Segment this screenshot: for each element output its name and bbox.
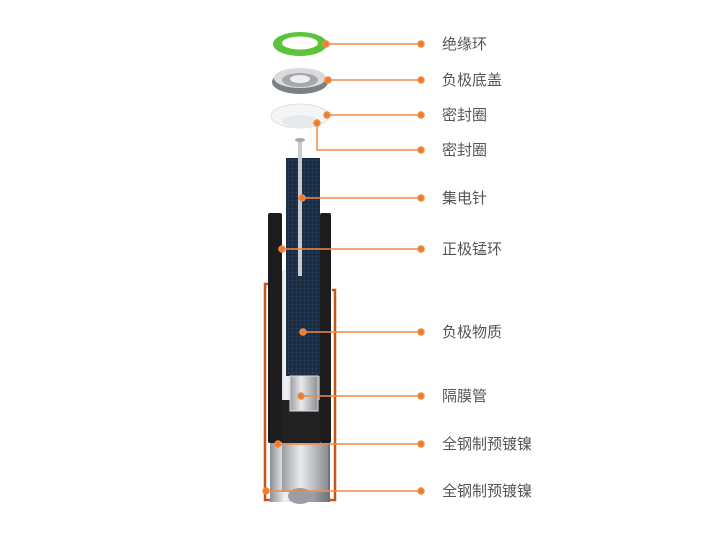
label-insulating-ring: 绝缘环 bbox=[442, 35, 488, 53]
label-separator-tube: 隔膜管 bbox=[442, 387, 488, 405]
insulating-ring bbox=[273, 32, 327, 56]
label-negative-cap: 负极底盖 bbox=[442, 71, 503, 89]
separator-tube bbox=[289, 375, 319, 412]
label-manganese-ring: 正极锰环 bbox=[442, 240, 503, 258]
label-steel-can-2: 全钢制预镀镍 bbox=[442, 482, 533, 500]
label-seal-ring-1: 密封圈 bbox=[442, 106, 488, 124]
negative-material bbox=[286, 158, 320, 376]
label-seal-ring-2: 密封圈 bbox=[442, 141, 488, 159]
label-steel-can-1: 全钢制预镀镍 bbox=[442, 435, 533, 453]
collector-pin bbox=[295, 138, 305, 276]
label-collector-pin: 集电针 bbox=[442, 189, 488, 207]
callout-lines bbox=[262, 40, 425, 495]
negative-cap bbox=[272, 68, 328, 94]
label-negative-material: 负极物质 bbox=[442, 323, 503, 341]
